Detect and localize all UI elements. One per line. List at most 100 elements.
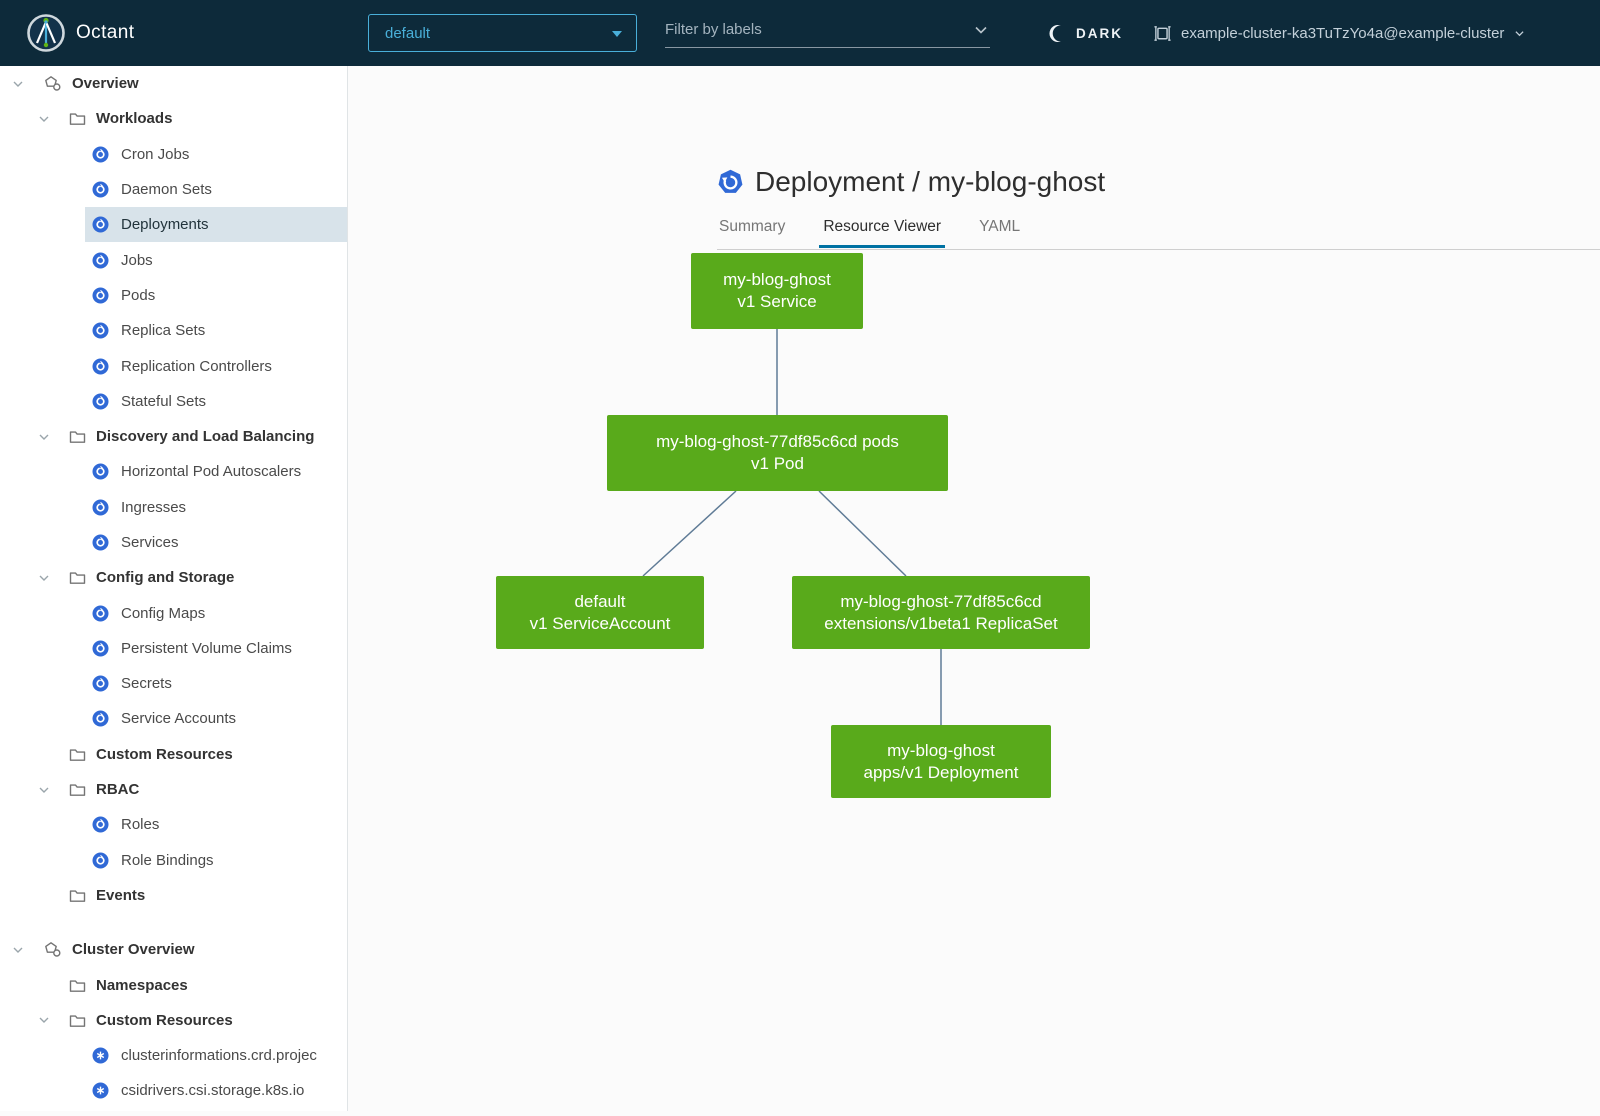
sidebar-item-label: Overview [72, 75, 139, 92]
sidebar-item-label: Config Maps [121, 605, 205, 622]
custom-resource-icon [92, 1082, 109, 1099]
sidebar-item-ingresses[interactable]: Ingresses [0, 490, 347, 525]
caret-down-icon [612, 31, 622, 37]
graph-node-kind: v1 Pod [751, 453, 804, 475]
sidebar-item-replication-controllers[interactable]: Replication Controllers [0, 348, 347, 383]
sidebar-item-service-accounts[interactable]: Service Accounts [0, 701, 347, 736]
sidebar-item-label: Custom Resources [96, 1012, 233, 1029]
horizontal-pod-autoscalers-icon [92, 463, 109, 480]
pods-icon [92, 287, 109, 304]
label-filter-field[interactable] [665, 12, 990, 48]
caret-down-icon[interactable] [36, 783, 52, 797]
sidebar-item-workloads[interactable]: Workloads [0, 101, 347, 136]
sidebar-item-label: Persistent Volume Claims [121, 640, 292, 657]
folder-icon [69, 429, 86, 444]
app-title: Octant [76, 0, 134, 66]
sidebar-item-label: Deployments [121, 216, 209, 233]
sidebar-item-persistent-volume-claims[interactable]: Persistent Volume Claims [0, 631, 347, 666]
sidebar-item-stateful-sets[interactable]: Stateful Sets [0, 384, 347, 419]
sidebar-item-label: Secrets [121, 675, 172, 692]
label-filter-input[interactable] [665, 21, 972, 38]
page-title-text: Deployment / my-blog-ghost [755, 166, 1105, 198]
sidebar-item-jobs[interactable]: Jobs [0, 242, 347, 277]
sidebar-item-clusterinformations-crd-projec[interactable]: clusterinformations.crd.projec [0, 1038, 347, 1073]
sidebar-item-cron-jobs[interactable]: Cron Jobs [0, 137, 347, 172]
tab-resource-viewer[interactable]: Resource Viewer [819, 218, 945, 248]
sidebar-item-label: Horizontal Pod Autoscalers [121, 463, 301, 480]
sidebar-item-events[interactable]: Events [0, 878, 347, 913]
moon-icon [1048, 24, 1067, 43]
sidebar-item-services[interactable]: Services [0, 525, 347, 560]
graph-node-name: my-blog-ghost-77df85c6cd [840, 591, 1041, 613]
overview-icon [43, 75, 62, 92]
graph-node-kind: v1 Service [737, 291, 816, 313]
sidebar-item-cluster-overview[interactable]: Cluster Overview [0, 932, 347, 967]
tab-yaml[interactable]: YAML [975, 218, 1024, 248]
replication-controllers-icon [92, 358, 109, 375]
octant-logo-icon [26, 13, 66, 53]
caret-down-icon[interactable] [10, 77, 26, 91]
sidebar-item-rbac[interactable]: RBAC [0, 772, 347, 807]
sidebar-item-custom-resources[interactable]: Custom Resources [0, 737, 347, 772]
sidebar-item-role-bindings[interactable]: Role Bindings [0, 843, 347, 878]
custom-resource-icon [92, 1047, 109, 1064]
sidebar-item-deployments[interactable]: Deployments [0, 207, 347, 242]
jobs-icon [92, 252, 109, 269]
stateful-sets-icon [92, 393, 109, 410]
cluster-selector[interactable]: example-cluster-ka3TuTzYo4a@example-clus… [1153, 0, 1526, 66]
tab-divider [717, 249, 1600, 250]
folder-icon [69, 888, 86, 903]
tab-summary[interactable]: Summary [715, 218, 789, 248]
caret-down-icon[interactable] [10, 943, 26, 957]
graph-node-kind: extensions/v1beta1 ReplicaSet [824, 613, 1057, 635]
sidebar-item-label: Daemon Sets [121, 181, 212, 198]
graph-node-name: default [574, 591, 625, 613]
chevron-down-icon[interactable] [972, 21, 990, 39]
sidebar-item-roles[interactable]: Roles [0, 807, 347, 842]
sidebar-item-label: Namespaces [96, 977, 188, 994]
sidebar-item-label: Service Accounts [121, 710, 236, 727]
sidebar-item-namespaces[interactable]: Namespaces [0, 967, 347, 1002]
page-title: Deployment / my-blog-ghost [717, 166, 1105, 198]
sidebar-item-overview[interactable]: Overview [0, 66, 347, 101]
tab-bar: Summary Resource Viewer YAML [715, 218, 1024, 248]
sidebar-item-replica-sets[interactable]: Replica Sets [0, 313, 347, 348]
graph-node-name: my-blog-ghost [887, 740, 995, 762]
daemon-sets-icon [92, 181, 109, 198]
caret-down-icon[interactable] [36, 430, 52, 444]
sidebar-item-discovery-and-load-balancing[interactable]: Discovery and Load Balancing [0, 419, 347, 454]
sidebar-item-label: Replication Controllers [121, 358, 272, 375]
replica-sets-icon [92, 322, 109, 339]
folder-icon [69, 1013, 86, 1028]
sidebar-item-label: Role Bindings [121, 852, 214, 869]
ingresses-icon [92, 499, 109, 516]
namespace-dropdown[interactable]: default [368, 14, 637, 52]
namespace-dropdown-value: default [385, 25, 430, 42]
caret-down-icon[interactable] [36, 571, 52, 585]
sidebar-item-daemon-sets[interactable]: Daemon Sets [0, 172, 347, 207]
sidebar-item-label: Config and Storage [96, 569, 234, 586]
caret-down-icon[interactable] [36, 1013, 52, 1027]
sidebar-item-label: RBAC [96, 781, 139, 798]
folder-icon [69, 747, 86, 762]
sidebar-item-label: Custom Resources [96, 746, 233, 763]
dark-theme-toggle[interactable]: DARK [1048, 0, 1123, 66]
sidebar-item-pods[interactable]: Pods [0, 278, 347, 313]
sidebar-item-custom-resources[interactable]: Custom Resources [0, 1003, 347, 1038]
sidebar-item-config-and-storage[interactable]: Config and Storage [0, 560, 347, 595]
sidebar-item-secrets[interactable]: Secrets [0, 666, 347, 701]
sidebar-item-horizontal-pod-autoscalers[interactable]: Horizontal Pod Autoscalers [0, 454, 347, 489]
sidebar-item-csidrivers-csi-storage-k8s-io[interactable]: csidrivers.csi.storage.k8s.io [0, 1073, 347, 1108]
deployments-icon [92, 216, 109, 233]
sidebar-item-config-maps[interactable]: Config Maps [0, 595, 347, 630]
sidebar-item-label: Cron Jobs [121, 146, 189, 163]
config-maps-icon [92, 605, 109, 622]
dark-toggle-label: DARK [1076, 26, 1123, 41]
caret-down-icon[interactable] [36, 112, 52, 126]
